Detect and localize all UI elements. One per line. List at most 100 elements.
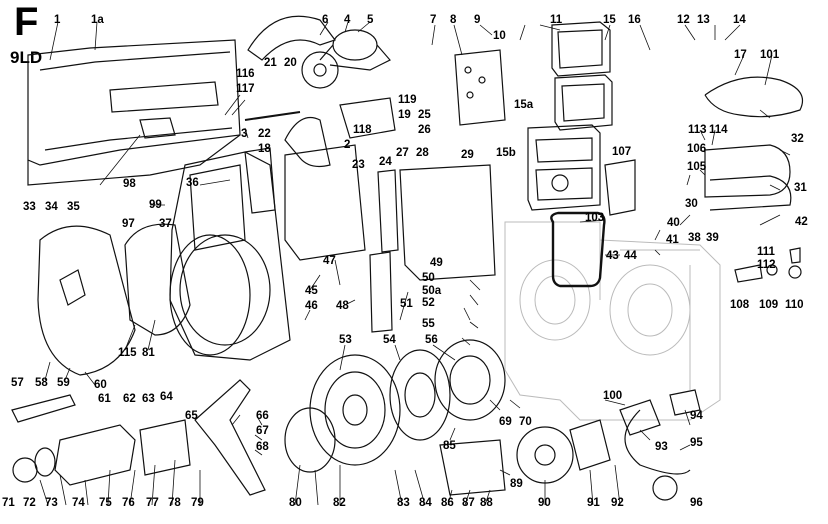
callout-52: 52 (422, 297, 435, 309)
callout-15b: 15b (496, 147, 516, 159)
callout-91: 91 (587, 497, 600, 509)
callout-37: 37 (159, 218, 172, 230)
callout-28: 28 (416, 147, 429, 159)
callout-45: 45 (305, 285, 318, 297)
callout-40: 40 (667, 217, 680, 229)
callout-96: 96 (690, 497, 703, 509)
callout-27: 27 (396, 147, 409, 159)
wiring-harness-101 (704, 76, 804, 118)
callout-76: 76 (122, 497, 135, 509)
alternator-5 (319, 29, 391, 71)
callout-60: 60 (94, 379, 107, 391)
belt-22 (284, 116, 331, 168)
baffle-47 (284, 144, 366, 261)
callout-35: 35 (67, 201, 80, 213)
callout-48: 48 (336, 300, 349, 312)
callout-117: 117 (236, 83, 255, 95)
callout-85: 85 (443, 440, 456, 452)
callout-93: 93 (655, 441, 668, 453)
callout-31: 31 (794, 182, 807, 194)
callout-23: 23 (352, 159, 365, 171)
callout-18: 18 (258, 143, 271, 155)
callout-107: 107 (612, 146, 632, 158)
callout-22: 22 (258, 128, 271, 140)
callout-112: 112 (757, 259, 776, 271)
callout-116: 116 (236, 68, 255, 80)
callout-84: 84 (419, 497, 432, 509)
plate-54 (389, 349, 451, 441)
grille-97 (124, 223, 191, 336)
callout-103: 103 (585, 212, 605, 224)
shroud-1 (27, 39, 241, 186)
flange-65 (194, 379, 266, 496)
callout-12: 12 (677, 14, 690, 26)
callout-46: 46 (305, 300, 318, 312)
callout-58: 58 (35, 377, 48, 389)
callout-19: 19 (398, 109, 411, 121)
screw-111 (789, 247, 801, 264)
callout-26: 26 (418, 124, 431, 136)
callout-79: 79 (191, 497, 204, 509)
callout-101: 101 (760, 49, 780, 61)
callout-97: 97 (122, 218, 135, 230)
callout-29: 29 (461, 149, 474, 161)
callout-59: 59 (57, 377, 70, 389)
callout-51: 51 (400, 298, 413, 310)
seal-18 (244, 147, 276, 214)
callout-65: 65 (185, 410, 198, 422)
callout-61: 61 (98, 393, 111, 405)
callout-13: 13 (697, 14, 710, 26)
nut-110 (788, 265, 802, 279)
baffle-24 (399, 164, 496, 281)
callout-38: 38 (688, 232, 701, 244)
callout-95: 95 (690, 437, 703, 449)
callout-1: 1 (54, 14, 61, 26)
bar-57 (11, 394, 76, 423)
pump-91 (569, 419, 611, 471)
callout-88: 88 (480, 497, 493, 509)
pulley-20 (301, 51, 339, 89)
callout-81: 81 (142, 347, 155, 359)
callout-62: 62 (123, 393, 136, 405)
callout-7: 7 (430, 14, 437, 26)
control-box-15 (551, 21, 611, 77)
callout-82: 82 (333, 497, 346, 509)
cover-100 (619, 399, 661, 436)
callout-30: 30 (685, 198, 698, 210)
callout-80: 80 (289, 497, 302, 509)
callout-83: 83 (397, 497, 410, 509)
connector-96 (652, 475, 678, 501)
callout-5: 5 (367, 14, 374, 26)
callout-16: 16 (628, 14, 641, 26)
control-box-15a (554, 74, 613, 131)
duct-48 (369, 251, 393, 333)
callout-2: 2 (344, 139, 351, 151)
guard-37 (169, 234, 251, 356)
callout-71: 71 (2, 497, 15, 509)
gear-90 (516, 426, 574, 484)
callout-21: 21 (264, 57, 277, 69)
fan-cover-36 (169, 151, 291, 361)
callout-89: 89 (510, 478, 523, 490)
engine-model: 9LD (10, 48, 43, 67)
callout-17: 17 (734, 49, 747, 61)
bracket-6 (247, 15, 336, 61)
callout-14: 14 (733, 14, 746, 26)
disk-82 (284, 407, 336, 473)
valve-block-88 (439, 439, 506, 496)
callout-94: 94 (690, 410, 703, 422)
switch-94 (669, 389, 701, 416)
stud-3 (244, 111, 301, 121)
callout-99: 99 (149, 199, 162, 211)
bracket-107 (604, 159, 636, 216)
callout-87: 87 (462, 497, 475, 509)
callout-36: 36 (186, 177, 199, 189)
callout-113: 113 (688, 124, 707, 136)
control-box-15b (527, 124, 601, 211)
flywheel-53 (309, 354, 401, 466)
callout-69: 69 (499, 416, 512, 428)
callout-118: 118 (353, 124, 372, 136)
callout-32: 32 (791, 133, 804, 145)
callout-47: 47 (323, 255, 336, 267)
